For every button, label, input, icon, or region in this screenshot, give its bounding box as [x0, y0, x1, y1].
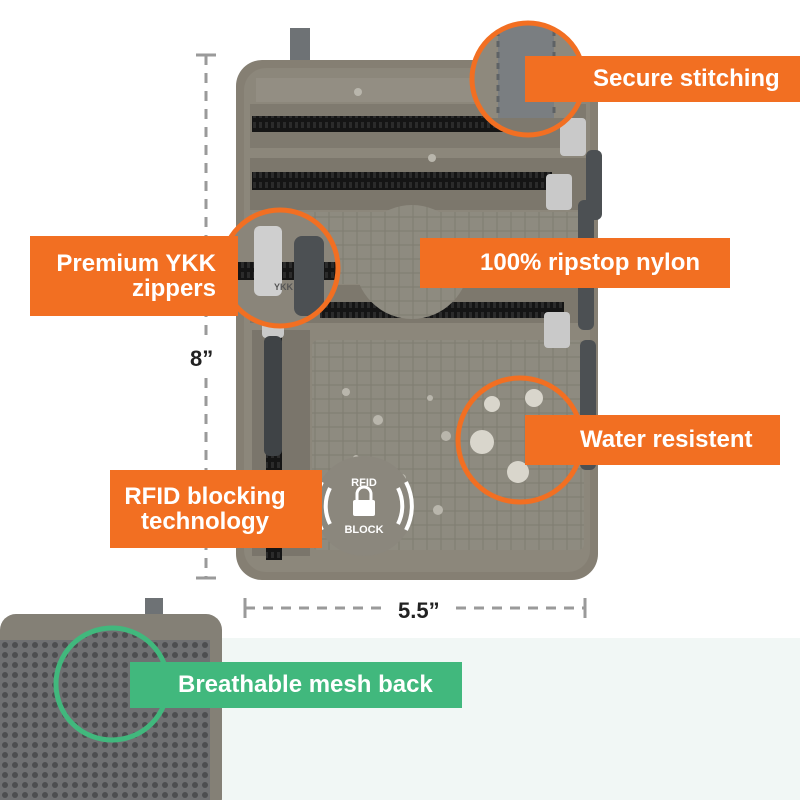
callout-water-resistent: Water resistent	[525, 415, 780, 465]
ripstop-zoom-circle	[355, 205, 469, 319]
callout-rfid-blocking: RFID blocking technology	[110, 470, 322, 548]
callout-rfid-blocking-label: RFID blocking technology	[124, 482, 286, 535]
ykk-zipper-mark: YKK	[274, 282, 294, 292]
height-dimension-label: 8”	[190, 346, 214, 371]
callout-mesh-back: Breathable mesh back	[130, 662, 462, 708]
width-dimension-line	[243, 598, 587, 618]
callout-ykk-zippers-label: Premium YKK zippers	[56, 249, 216, 302]
callout-secure-stitching-label: Secure stitching	[593, 65, 780, 93]
lock-icon	[353, 500, 375, 516]
width-dimension-label: 5.5”	[398, 598, 440, 623]
rfid-badge-bottom-text: BLOCK	[344, 524, 383, 536]
callout-ripstop-nylon-label: 100% ripstop nylon	[480, 249, 701, 277]
callout-ykk-zippers: Premium YKK zippers	[30, 236, 238, 316]
callout-water-resistent-label: Water resistent	[580, 426, 753, 454]
rfid-badge-top-text: RFID	[351, 477, 377, 489]
rfid-badge: RFID BLOCK	[314, 456, 414, 556]
ykk-zoom-circle: YKK	[219, 207, 341, 329]
callout-ripstop-nylon: 100% ripstop nylon	[420, 238, 730, 288]
callout-secure-stitching: Secure stitching	[525, 56, 800, 102]
callout-mesh-back-label: Breathable mesh back	[178, 671, 433, 699]
